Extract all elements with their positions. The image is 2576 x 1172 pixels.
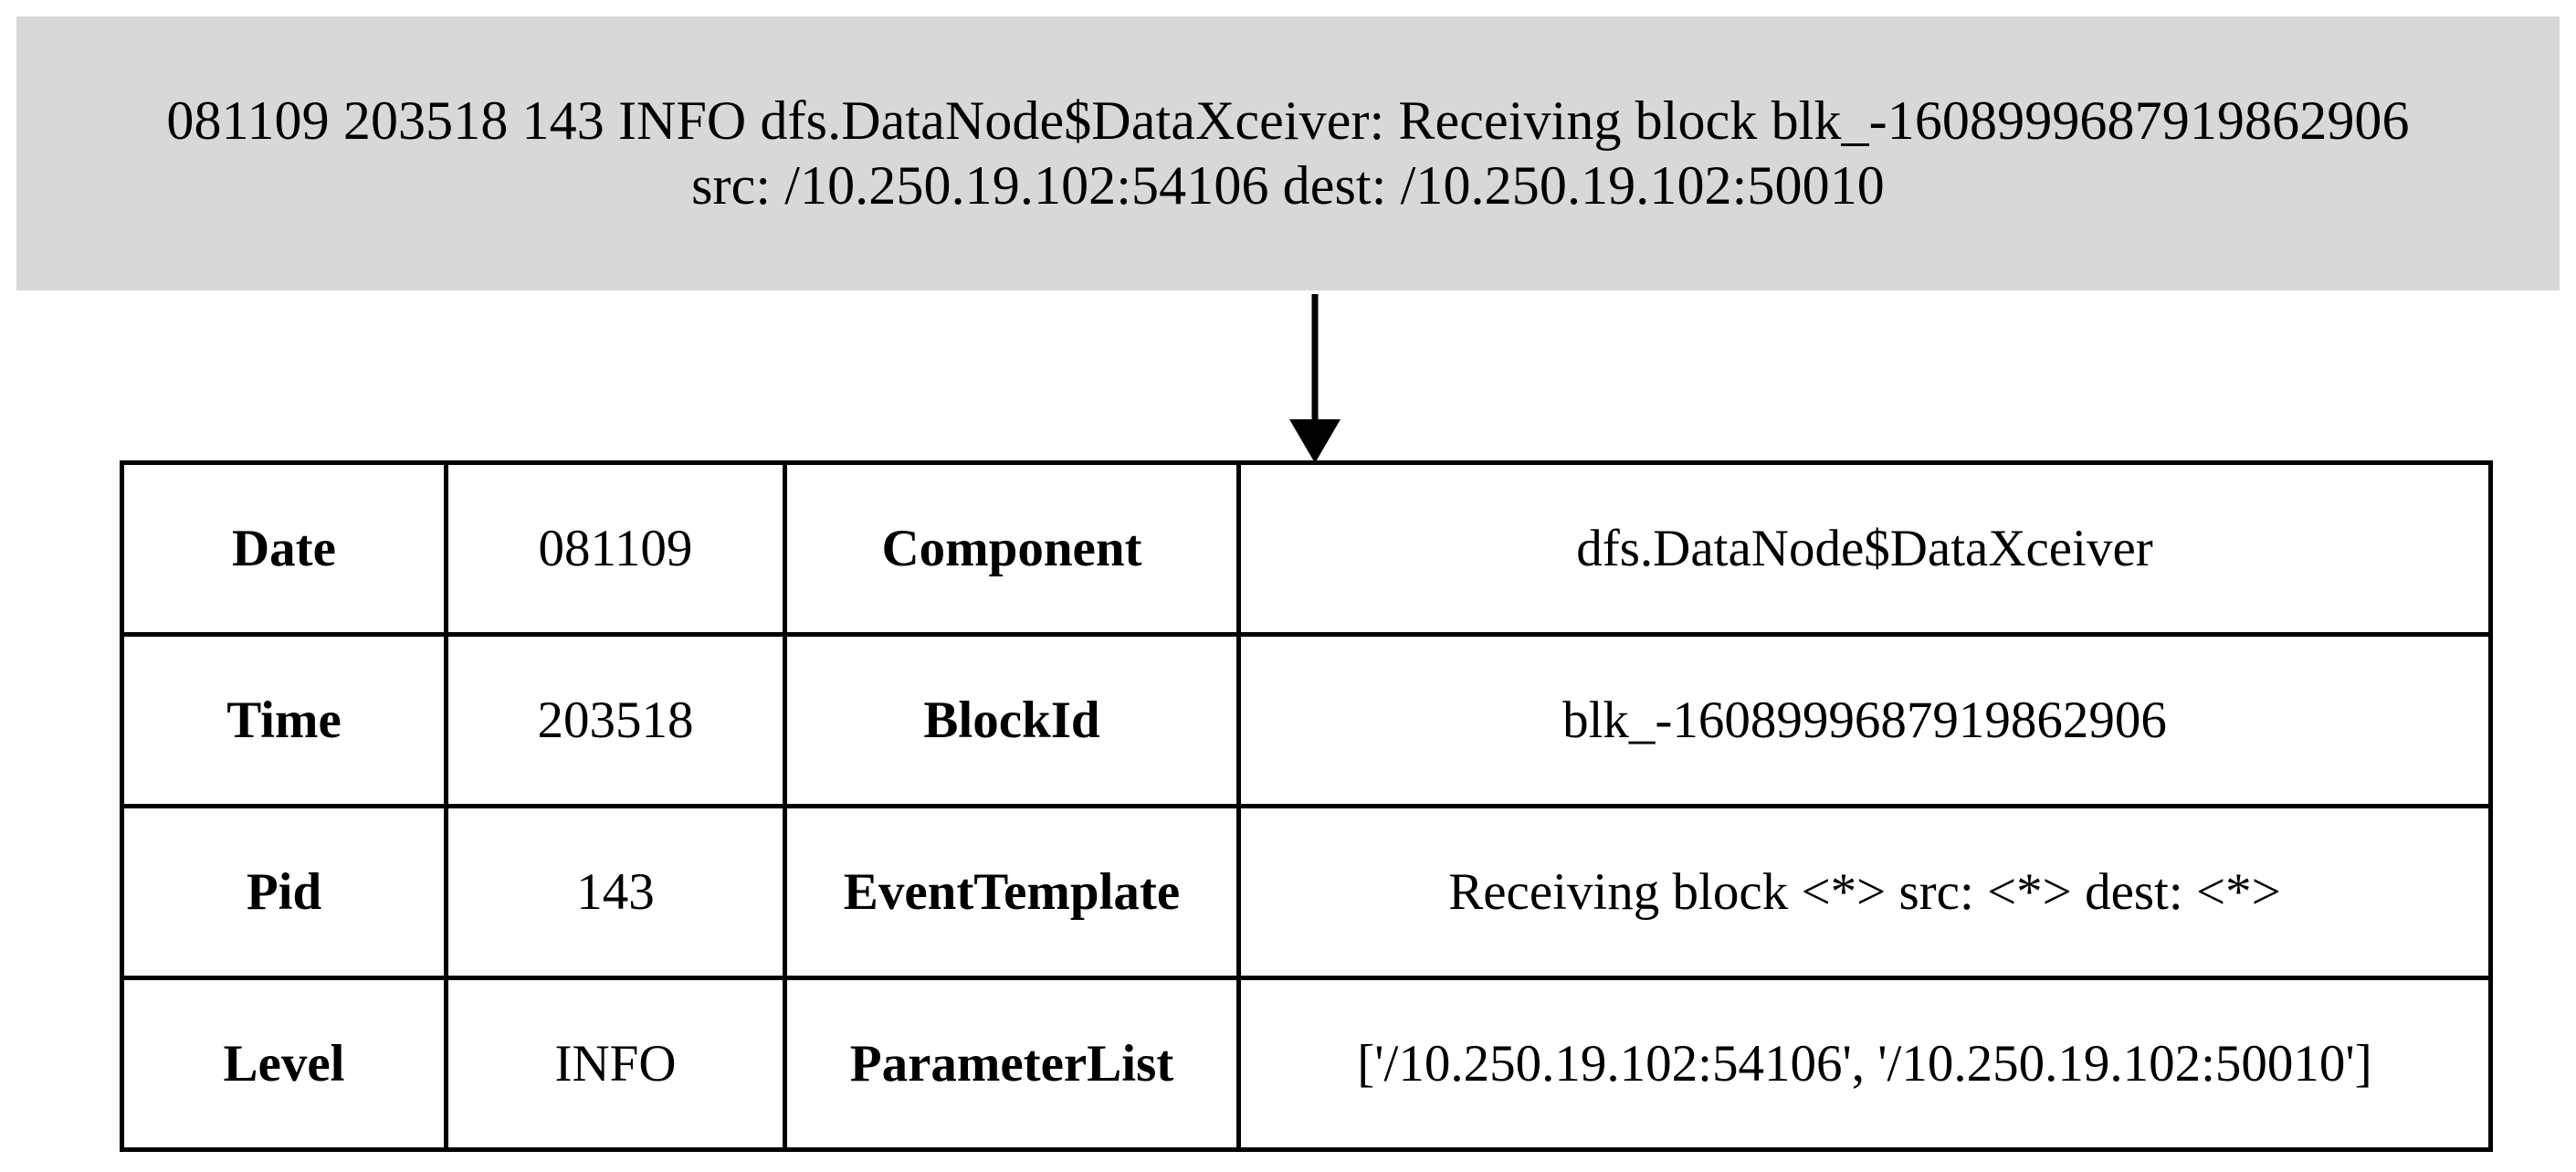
field-label-parameterlist: ParameterList — [783, 976, 1241, 1152]
field-label-level: Level — [120, 976, 448, 1152]
field-value-eventtemplate: Receiving block <*> src: <*> dest: <*> — [1236, 804, 2493, 980]
down-arrow-icon — [1289, 294, 1341, 463]
field-value-pid: 143 — [444, 804, 787, 980]
field-value-component: dfs.DataNode$DataXceiver — [1236, 460, 2493, 637]
raw-log-banner: 081109 203518 143 INFO dfs.DataNode$Data… — [16, 16, 2560, 290]
field-value-level: INFO — [444, 976, 787, 1152]
field-label-eventtemplate: EventTemplate — [783, 804, 1241, 980]
table-row: Time 203518 BlockId blk_-160899968791986… — [120, 632, 2493, 808]
field-label-component: Component — [783, 460, 1241, 637]
field-value-blockid: blk_-1608999687919862906 — [1236, 632, 2493, 808]
field-label-blockid: BlockId — [783, 632, 1241, 808]
field-label-pid: Pid — [120, 804, 448, 980]
table-row: Date 081109 Component dfs.DataNode$DataX… — [120, 460, 2493, 637]
table-row: Pid 143 EventTemplate Receiving block <*… — [120, 804, 2493, 980]
field-value-parameterlist: ['/10.250.19.102:54106', '/10.250.19.102… — [1236, 976, 2493, 1152]
table-row: Level INFO ParameterList ['/10.250.19.10… — [120, 976, 2493, 1152]
parsed-fields-table: Date 081109 Component dfs.DataNode$DataX… — [120, 460, 2493, 1152]
field-label-date: Date — [120, 460, 448, 637]
field-value-date: 081109 — [444, 460, 787, 637]
raw-log-line-1: 081109 203518 143 INFO dfs.DataNode$Data… — [166, 90, 2410, 152]
field-label-time: Time — [120, 632, 448, 808]
field-value-time: 203518 — [444, 632, 787, 808]
raw-log-line-2: src: /10.250.19.102:54106 dest: /10.250.… — [691, 155, 1885, 216]
